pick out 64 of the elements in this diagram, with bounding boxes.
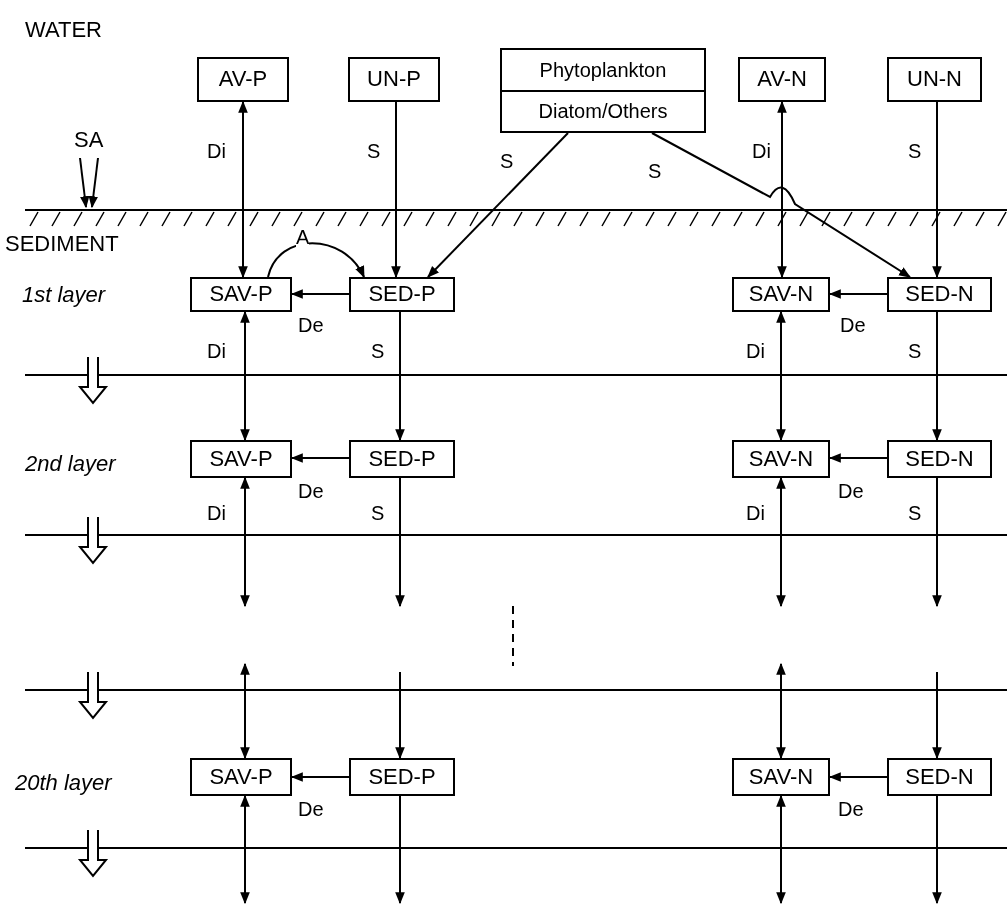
- flux-arrow: [776, 310, 786, 442]
- flux-arrow: [932, 311, 942, 442]
- compartment-subtitle: Diatom/Others: [502, 89, 704, 131]
- flux-arrow: [238, 100, 248, 279]
- compartment-box: [197, 57, 289, 102]
- compartment-box: [887, 758, 992, 796]
- compartment-label: SAV-P: [208, 281, 274, 308]
- compartment-label: SED-N: [904, 445, 975, 473]
- compartment-label: SED-P: [367, 763, 437, 791]
- compartment-box: [190, 277, 292, 312]
- compartment-label: SAV-N: [747, 445, 815, 473]
- compartment-box: [887, 57, 982, 102]
- compartment-label: SAV-P: [208, 763, 274, 791]
- flux-arrow: [267, 242, 365, 279]
- compartment-box: [190, 758, 292, 796]
- flux-arrow: [395, 311, 405, 442]
- flux-arrow: [932, 101, 942, 279]
- compartment-label: UN-N: [906, 66, 963, 93]
- compartment-box: [190, 440, 292, 478]
- compartment-label: SED-N: [904, 763, 975, 791]
- flux-arrow: [240, 476, 250, 608]
- flux-arrow: [651, 132, 911, 278]
- layer-label: 2nd layer: [25, 452, 116, 477]
- compartment-box: [732, 440, 830, 478]
- compartment-label: AV-P: [217, 66, 269, 93]
- flux-label: SA: [74, 128, 104, 153]
- flux-arrow: [395, 795, 405, 905]
- compartment-box: [349, 277, 455, 312]
- flux-arrow: [391, 101, 401, 279]
- compartment-label: UN-P: [366, 66, 422, 93]
- compartment-label: SED-P: [367, 445, 437, 473]
- area-label: WATER: [25, 18, 102, 43]
- flux-arrow: [776, 662, 786, 760]
- compartment-label: SAV-N: [747, 763, 815, 791]
- compartment-box: [349, 758, 455, 796]
- compartment-box: [732, 758, 830, 796]
- compartment-box: [887, 277, 992, 312]
- compartment-box: [887, 440, 992, 478]
- compartment-box: [738, 57, 826, 102]
- flux-arrow: [776, 794, 786, 905]
- flux-arrow: [240, 310, 250, 442]
- compartment-label: SED-N: [904, 281, 975, 308]
- compartment-label: Phytoplankton: [538, 57, 668, 83]
- layer-label: 20th layer: [15, 771, 112, 796]
- flux-arrow: [932, 477, 942, 608]
- flux-arrow: [776, 476, 786, 608]
- area-label: SEDIMENT: [5, 232, 119, 257]
- flux-arrow: [240, 662, 250, 760]
- flux-arrow: [395, 671, 405, 760]
- flux-arrow: [240, 794, 250, 905]
- compartment-box: [732, 277, 830, 312]
- layer-label: 1st layer: [22, 283, 106, 308]
- flux-arrow: [427, 132, 569, 278]
- compartment-label: SED-P: [367, 281, 437, 308]
- compartment-box: [348, 57, 440, 102]
- split-compartment-box: [500, 48, 706, 133]
- compartment-label: AV-N: [756, 66, 808, 93]
- compartment-label: SAV-P: [208, 445, 274, 473]
- flux-arrow: [932, 671, 942, 760]
- flux-arrow: [395, 477, 405, 608]
- flux-arrow: [777, 100, 787, 279]
- flux-arrow: [932, 795, 942, 905]
- compartment-label: SAV-N: [747, 281, 815, 308]
- compartment-box: [349, 440, 455, 478]
